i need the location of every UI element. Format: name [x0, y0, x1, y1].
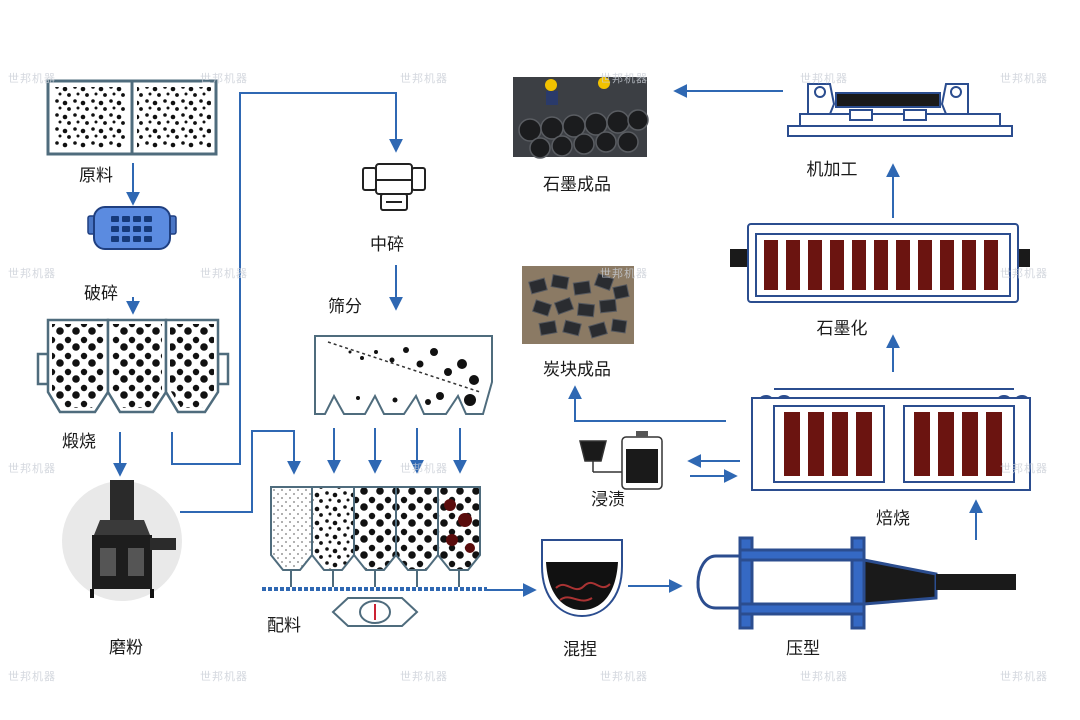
watermark: 世邦机器	[8, 462, 56, 475]
watermark: 世邦机器	[1000, 72, 1048, 85]
label-batching: 配料	[267, 616, 301, 636]
watermark: 世邦机器	[1000, 462, 1048, 475]
screen-icon	[314, 335, 493, 415]
label-screening: 筛分	[328, 297, 362, 317]
press-icon	[696, 536, 1016, 630]
label-impregnation: 浸渍	[591, 490, 625, 510]
arrow-calcine-to-medium-crush	[171, 92, 403, 465]
watermark: 世邦机器	[8, 267, 56, 280]
label-kneading: 混捏	[563, 640, 597, 660]
watermark: 世邦机器	[200, 72, 248, 85]
impregnation-icon	[579, 431, 663, 490]
label-pressing: 压型	[786, 639, 820, 659]
label-baking: 焙烧	[876, 509, 910, 529]
graphitization-furnace-icon	[730, 223, 1030, 303]
watermark: 世邦机器	[600, 267, 648, 280]
watermark: 世邦机器	[8, 670, 56, 683]
label-machining: 机加工	[806, 160, 858, 180]
raymond-mill-icon	[62, 480, 182, 601]
watermark: 世邦机器	[800, 72, 848, 85]
label-calcining: 煅烧	[62, 432, 96, 452]
baking-furnace-icon	[751, 388, 1031, 491]
label-crushing: 破碎	[84, 284, 118, 304]
label-raw-material: 原料	[79, 166, 113, 186]
arrow-mill-to-batching	[180, 430, 301, 513]
kneader-icon	[541, 539, 623, 618]
label-graphitization: 石墨化	[816, 319, 868, 339]
calciner-icon	[36, 318, 230, 414]
watermark: 世邦机器	[1000, 267, 1048, 280]
arrow-baking-to-carbon-block	[568, 385, 726, 422]
medium-crusher-icon	[362, 163, 426, 211]
watermark: 世邦机器	[400, 462, 448, 475]
raw-material-box-icon	[46, 79, 218, 156]
label-grinding: 磨粉	[109, 638, 143, 658]
label-graphite-product: 石墨成品	[543, 175, 611, 195]
watermark: 世邦机器	[400, 670, 448, 683]
label-carbon-block-product: 炭块成品	[543, 360, 611, 380]
watermark: 世邦机器	[800, 670, 848, 683]
crusher-icon	[87, 206, 177, 250]
watermark: 世邦机器	[600, 670, 648, 683]
label-medium-crushing: 中碎	[370, 235, 404, 255]
flow-arrows	[113, 84, 983, 597]
watermark: 世邦机器	[1000, 670, 1048, 683]
watermark: 世邦机器	[400, 72, 448, 85]
graphite-product-photo	[513, 77, 649, 159]
batching-bins-icon	[262, 486, 487, 627]
lathe-icon	[787, 83, 1013, 137]
watermark: 世邦机器	[600, 72, 648, 85]
carbon-block-product-photo	[522, 266, 634, 344]
watermark: 世邦机器	[200, 267, 248, 280]
watermark: 世邦机器	[200, 670, 248, 683]
watermark: 世邦机器	[8, 72, 56, 85]
